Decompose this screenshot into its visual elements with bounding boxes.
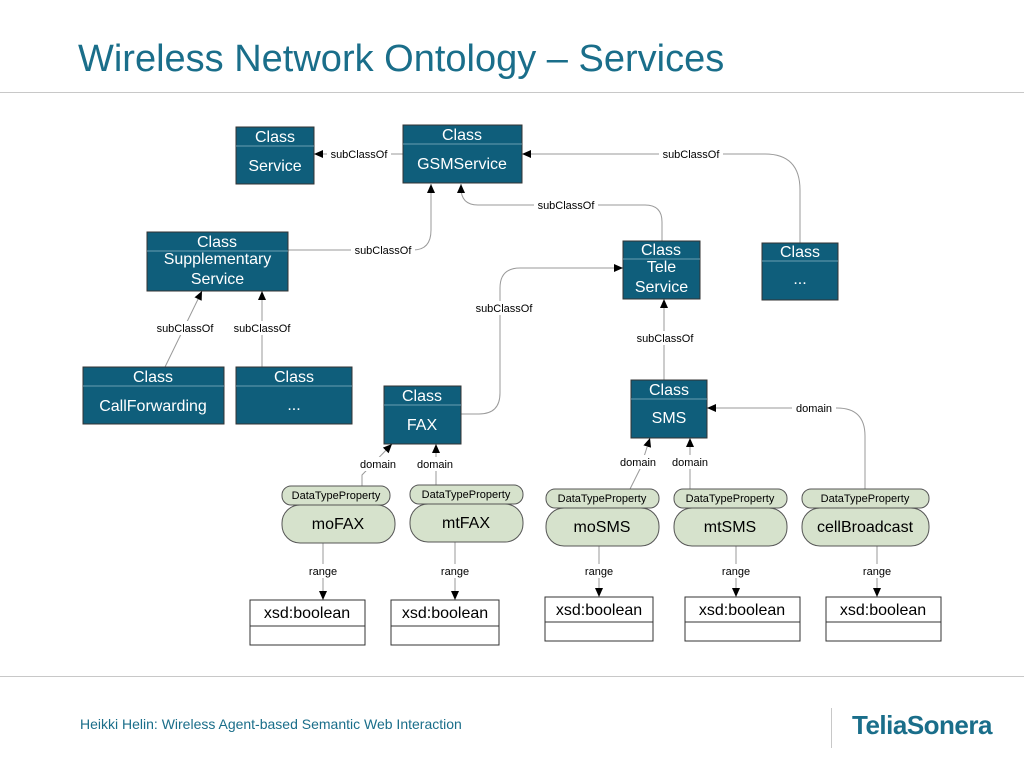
- class-name: ...: [287, 397, 300, 414]
- property-type: DataTypeProperty: [821, 493, 910, 505]
- property-name: moSMS: [574, 519, 631, 536]
- property-type: DataTypeProperty: [292, 490, 381, 502]
- range-node-cellbroadcast: xsd:boolean: [825, 596, 942, 642]
- class-name: FAX: [407, 417, 438, 434]
- class-header: Class: [133, 369, 173, 386]
- class-name: Service: [248, 158, 301, 175]
- class-name: CallForwarding: [99, 398, 207, 415]
- edge-label-range: range: [309, 566, 337, 578]
- class-name: ...: [793, 271, 806, 288]
- edge-mofax-fax: [361, 443, 393, 487]
- footer-divider-line: [0, 676, 1024, 677]
- class-node-fax: Class FAX: [383, 385, 462, 445]
- property-node-mosms: DataTypeProperty moSMS: [545, 488, 660, 547]
- edge-label-subclassof: subClassOf: [538, 200, 596, 212]
- class-header: Class: [780, 244, 820, 261]
- class-node-tele-service: Class Tele Service: [622, 240, 701, 300]
- edge-label-domain: domain: [620, 457, 656, 469]
- edge-label-domain: domain: [672, 457, 708, 469]
- range-type: xsd:boolean: [264, 605, 350, 622]
- property-node-cellbroadcast: DataTypeProperty cellBroadcast: [801, 488, 930, 547]
- range-type: xsd:boolean: [840, 602, 926, 619]
- class-node-gsmservice: Class GSMService: [402, 124, 523, 184]
- property-type: DataTypeProperty: [686, 493, 775, 505]
- edge-supp-gsm: [288, 184, 435, 251]
- edge-label-subclassof: subClassOf: [331, 149, 389, 161]
- class-node-more-supplementary: Class ...: [235, 366, 353, 425]
- edge-more-gsm: [522, 150, 801, 243]
- slide-title: Wireless Network Ontology – Services: [78, 38, 725, 80]
- edge-fax-tele: [461, 264, 623, 415]
- class-header: Class: [649, 382, 689, 399]
- class-header: Class: [442, 127, 482, 144]
- edge-label-subclassof: subClassOf: [355, 245, 413, 257]
- class-header: Class: [274, 369, 314, 386]
- edge-label-subclassof: subClassOf: [663, 149, 721, 161]
- range-node-mofax: xsd:boolean: [249, 599, 366, 646]
- edge-label-domain: domain: [360, 459, 396, 471]
- property-node-mtfax: DataTypeProperty mtFAX: [409, 484, 524, 543]
- property-name: moFAX: [312, 516, 365, 533]
- class-name: Tele Service: [634, 259, 689, 296]
- property-type: DataTypeProperty: [558, 493, 647, 505]
- edge-label-subclassof: subClassOf: [157, 323, 215, 335]
- edge-cellbroadcast-sms: [707, 404, 866, 489]
- property-name: cellBroadcast: [817, 519, 914, 536]
- class-name: GSMService: [417, 156, 507, 173]
- class-name: Supplementary Service: [163, 251, 272, 288]
- property-type: DataTypeProperty: [422, 489, 511, 501]
- edge-label-domain: domain: [417, 459, 453, 471]
- teliasonera-logo: TeliaSonera: [852, 710, 992, 740]
- edge-tele-gsm: [457, 184, 663, 241]
- edge-label-range: range: [722, 566, 750, 578]
- range-node-mosms: xsd:boolean: [544, 596, 654, 642]
- class-node-sms: Class SMS: [630, 379, 708, 439]
- footer-text: Heikki Helin: Wireless Agent-based Seman…: [80, 716, 462, 732]
- class-node-supplementary-service: Class Supplementary Service: [146, 231, 289, 292]
- range-node-mtsms: xsd:boolean: [684, 596, 801, 642]
- class-name: SMS: [652, 410, 687, 427]
- edge-label-subclassof: subClassOf: [476, 303, 534, 315]
- title-divider: [0, 92, 1024, 93]
- edge-label-domain: domain: [796, 403, 832, 415]
- class-header: Class: [255, 129, 295, 146]
- property-node-mofax: DataTypeProperty moFAX: [281, 485, 396, 544]
- property-node-mtsms: DataTypeProperty mtSMS: [673, 488, 788, 547]
- range-type: xsd:boolean: [402, 605, 488, 622]
- edge-label-subclassof: subClassOf: [637, 333, 695, 345]
- class-header: Class: [197, 234, 237, 251]
- ontology-diagram: subClassOf subClassOf subClassOf subClas…: [82, 124, 942, 646]
- edge-label-range: range: [585, 566, 613, 578]
- range-type: xsd:boolean: [556, 602, 642, 619]
- class-node-more-gsm: Class ...: [761, 242, 839, 301]
- range-type: xsd:boolean: [699, 602, 785, 619]
- edge-label-subclassof: subClassOf: [234, 323, 292, 335]
- class-header: Class: [641, 242, 681, 259]
- edge-label-range: range: [863, 566, 891, 578]
- edge-label-range: range: [441, 566, 469, 578]
- range-node-mtfax: xsd:boolean: [390, 599, 500, 646]
- property-name: mtFAX: [442, 515, 490, 532]
- footer-vertical-divider: [831, 708, 832, 748]
- class-header: Class: [402, 388, 442, 405]
- class-node-callforwarding: Class CallForwarding: [82, 366, 225, 425]
- property-name: mtSMS: [704, 519, 756, 536]
- class-node-service: Class Service: [235, 126, 315, 185]
